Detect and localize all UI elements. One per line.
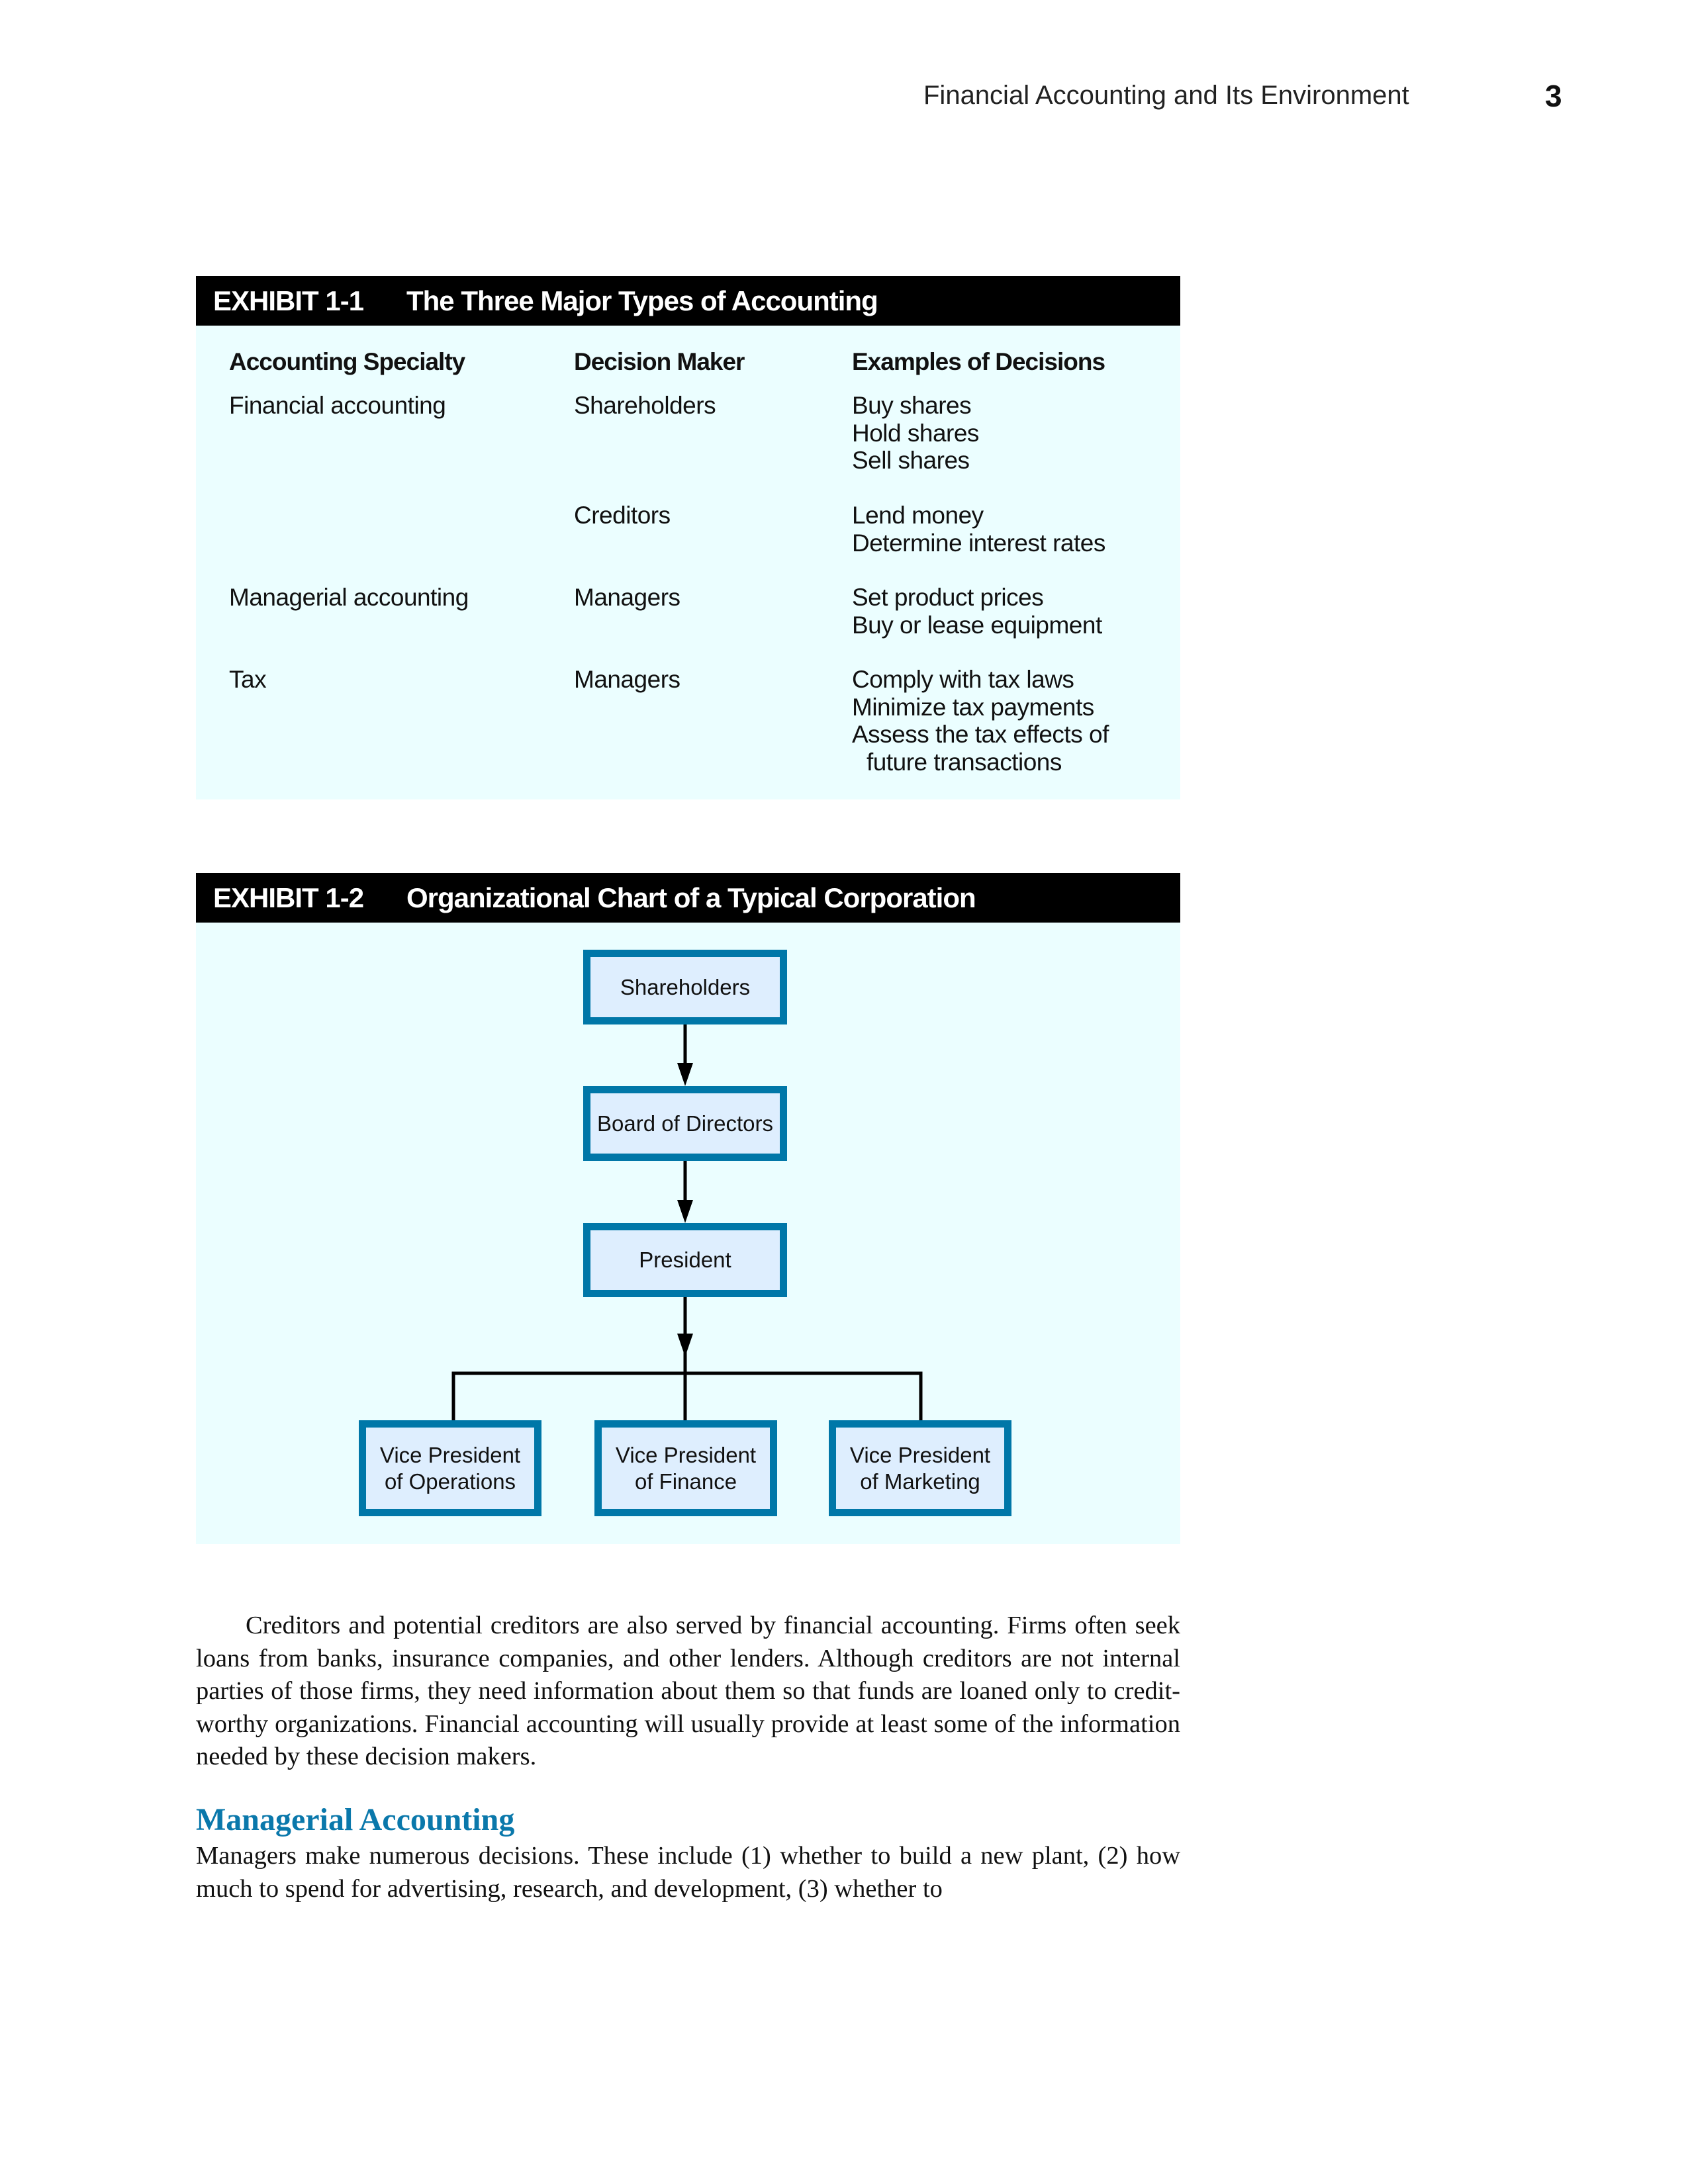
body-paragraph: Managers make numerous decisions. These … xyxy=(196,1842,1180,1903)
connector-branch xyxy=(451,1371,923,1420)
table-cell-maker: Managers xyxy=(574,584,680,611)
node-label: Vice President xyxy=(849,1442,991,1467)
body-paragraph: Creditors and potential creditors are al… xyxy=(196,1612,1180,1770)
exhibit-1-table: Accounting Specialty Decision Maker Exam… xyxy=(196,326,1180,799)
table-cell-maker: Creditors xyxy=(574,502,671,529)
decision-item: Buy or lease equipment xyxy=(852,611,1102,639)
node-president: President xyxy=(583,1223,787,1297)
table-cell-specialty: Tax xyxy=(229,666,267,693)
node-label: of Operations xyxy=(384,1469,516,1494)
table-cell-specialty: Financial accounting xyxy=(229,392,446,419)
arrowhead-icon xyxy=(677,1063,693,1086)
decision-item: Lend money xyxy=(852,502,984,529)
exhibit-2-title: Organizational Chart of a Typical Corpor… xyxy=(406,882,976,913)
decision-item: Hold shares xyxy=(852,419,979,447)
table-cell-decisions: Lend money Determine interest rates xyxy=(852,502,1105,557)
section-heading: Managerial Accounting xyxy=(196,1802,515,1837)
exhibit-2-label: EXHIBIT 1-2 xyxy=(213,882,364,913)
arrowhead-icon xyxy=(677,1334,693,1357)
node-label: Board of Directors xyxy=(597,1111,773,1136)
node-label: Vice President xyxy=(615,1442,757,1467)
column-header-decision-maker: Decision Maker xyxy=(574,348,745,375)
node-label: President xyxy=(639,1248,731,1272)
table-cell-maker: Managers xyxy=(574,666,680,693)
decision-item: Comply with tax laws xyxy=(852,666,1074,693)
decision-item: Assess the tax effects of xyxy=(852,721,1109,748)
table-cell-maker: Shareholders xyxy=(574,392,716,419)
exhibit-1-title: The Three Major Types of Accounting xyxy=(406,285,878,316)
decision-item: Set product prices xyxy=(852,584,1044,611)
decision-item: future transactions xyxy=(867,748,1062,776)
decision-item: Sell shares xyxy=(852,447,970,474)
page-number: 3 xyxy=(1545,79,1562,113)
table-cell-decisions: Comply with tax laws Minimize tax paymen… xyxy=(852,666,1109,776)
node-label: of Marketing xyxy=(860,1469,980,1494)
table-cell-decisions: Set product prices Buy or lease equipmen… xyxy=(852,584,1102,639)
node-label: Shareholders xyxy=(620,974,751,999)
column-header-examples: Examples of Decisions xyxy=(852,348,1105,375)
node-label: of Finance xyxy=(634,1469,737,1494)
decision-item: Determine interest rates xyxy=(852,529,1105,557)
decision-item: Buy shares xyxy=(852,392,972,419)
table-cell-decisions: Buy shares Hold shares Sell shares xyxy=(852,392,979,475)
arrowhead-icon xyxy=(677,1200,693,1223)
node-vp-finance: Vice President of Finance xyxy=(594,1420,777,1516)
exhibit-1-header: EXHIBIT 1-1 The Three Major Types of Acc… xyxy=(196,276,1180,326)
node-label: Vice President xyxy=(379,1442,521,1467)
decision-item: Minimize tax payments xyxy=(852,693,1094,721)
column-header-specialty: Accounting Specialty xyxy=(229,348,465,375)
node-board-of-directors: Board of Directors xyxy=(583,1086,787,1161)
running-head-title: Financial Accounting and Its Environment xyxy=(923,81,1409,110)
exhibit-2-header: EXHIBIT 1-2 Organizational Chart of a Ty… xyxy=(196,873,1180,923)
table-cell-specialty: Managerial accounting xyxy=(229,584,469,611)
node-shareholders: Shareholders xyxy=(583,950,787,1024)
node-vp-operations: Vice President of Operations xyxy=(359,1420,541,1516)
exhibit-1-label: EXHIBIT 1-1 xyxy=(213,285,364,316)
node-vp-marketing: Vice President of Marketing xyxy=(829,1420,1011,1516)
